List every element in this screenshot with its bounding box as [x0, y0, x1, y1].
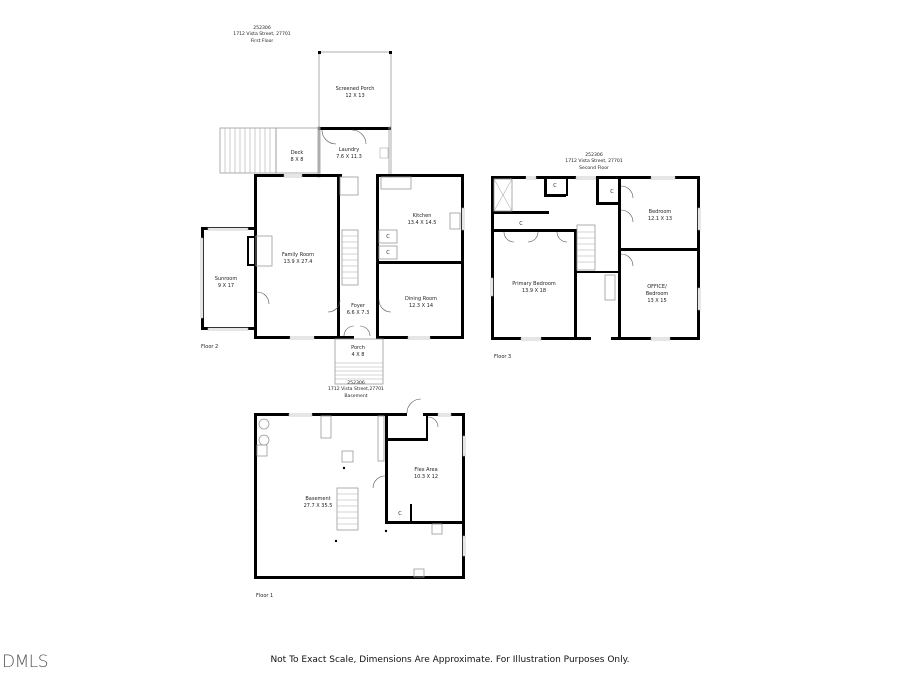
second-floor-plan — [490, 176, 701, 341]
basement-plan — [254, 398, 466, 579]
closet-label: C — [386, 234, 390, 240]
room-name-line2: Bedroom — [645, 291, 669, 297]
room-foyer: Foyer 6.6 X 7.3 — [347, 303, 370, 317]
room-dimensions: 9 X 17 — [217, 283, 235, 289]
level-name: Second Floor — [579, 165, 609, 171]
room-dimensions: 13.9 X 27.4 — [283, 259, 313, 265]
porch-stairs — [334, 338, 384, 385]
deck-stairs — [219, 127, 277, 174]
room-dimensions: 6.6 X 7.3 — [346, 310, 370, 316]
basement-stairs — [336, 487, 359, 531]
room-dimensions: 7.6 X 11.3 — [336, 154, 362, 160]
room-name: Deck — [290, 150, 304, 156]
closet-label: C — [398, 511, 402, 517]
room-dimensions: 12.1 X 13 — [647, 216, 673, 222]
second-floor-header: 252306 1712 Vista Street, 27701 Second F… — [565, 153, 622, 172]
interior-stairs — [341, 229, 359, 286]
floor-3-caption: Floor 3 — [494, 354, 512, 360]
room-dimensions: 13.4 X 14.5 — [407, 220, 437, 226]
room-name: Flex Area — [414, 467, 438, 473]
floor-1-caption: Floor 1 — [256, 593, 274, 599]
room-sunroom: Sunroom 9 X 17 — [215, 276, 237, 290]
closet-label: C — [519, 221, 523, 227]
closet-label: C — [386, 250, 390, 256]
room-dimensions: 12.3 X 14 — [408, 303, 434, 309]
basement-header: 252306 1712 Vista Street,27701 Basement — [328, 381, 384, 400]
room-name: Bedroom — [648, 209, 672, 215]
closet-label: C — [610, 189, 614, 195]
address: 1712 Vista Street, 27701 — [565, 159, 623, 165]
room-name: Porch — [351, 345, 365, 351]
room-name: Dining Room — [405, 296, 437, 302]
room-primary-bedroom: Primary Bedroom 13.9 X 18 — [512, 281, 556, 295]
listing-id: 252306 — [253, 26, 271, 31]
room-office-bedroom: OFFICE/ Bedroom 13 X 15 — [646, 284, 669, 305]
disclaimer-text: Not To Exact Scale, Dimensions Are Appro… — [270, 655, 630, 665]
room-basement: Basement 27.7 X 35.5 — [304, 496, 333, 510]
listing-id: 252306 — [347, 381, 365, 386]
room-name: Sunroom — [214, 276, 238, 282]
listing-id: 252306 — [585, 153, 603, 158]
room-name: Primary Bedroom — [512, 281, 556, 287]
room-name: OFFICE/ — [647, 284, 667, 290]
level-name: First Floor — [250, 38, 274, 44]
room-dimensions: 12 X 13 — [345, 93, 365, 99]
room-bedroom: Bedroom 12.1 X 13 — [648, 209, 672, 223]
room-name: Basement — [305, 496, 331, 502]
room-dimensions: 13.9 X 18 — [521, 288, 547, 294]
room-dimensions: 4 X 8 — [351, 352, 365, 358]
room-name: Laundry — [338, 147, 360, 153]
room-name: Foyer — [351, 303, 365, 309]
room-screened-porch: Screened Porch 12 X 13 — [336, 86, 375, 100]
room-name: Family Room — [282, 252, 314, 258]
closet-label: C — [553, 183, 557, 189]
room-dimensions: 10.3 X 12 — [413, 474, 439, 480]
room-porch: Porch 4 X 8 — [351, 345, 365, 359]
room-laundry: Laundry 7.6 X 11.3 — [336, 147, 362, 161]
room-dimensions: 8 X 8 — [290, 157, 304, 163]
room-name: Screened Porch — [335, 86, 375, 92]
room-name: Kitchen — [412, 213, 432, 219]
level-name: Basement — [344, 393, 368, 399]
first-floor-plan — [200, 51, 465, 385]
address: 1712 Vista Street, 27701 — [233, 32, 291, 38]
first-floor-header: 252306 1712 Vista Street, 27701 First Fl… — [233, 26, 290, 45]
floor-2-caption: Floor 2 — [201, 344, 219, 350]
room-flex-area: Flex Area 10.3 X 12 — [414, 467, 438, 481]
room-dining-room: Dining Room 12.3 X 14 — [405, 296, 437, 310]
room-dimensions: 13 X 15 — [647, 298, 667, 304]
room-kitchen: Kitchen 13.4 X 14.5 — [408, 213, 437, 227]
dmls-logo: DMLS — [2, 652, 49, 672]
address: 1712 Vista Street,27701 — [328, 387, 384, 393]
room-deck: Deck 8 X 8 — [291, 150, 304, 164]
room-family-room: Family Room 13.9 X 27.4 — [282, 252, 314, 266]
room-dimensions: 27.7 X 35.5 — [303, 503, 333, 509]
